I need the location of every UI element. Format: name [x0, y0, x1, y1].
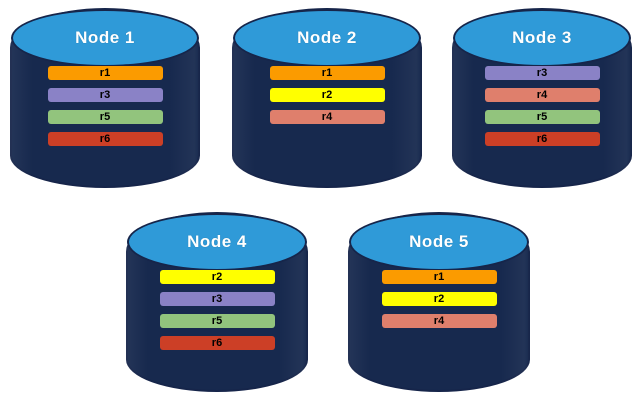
cylinder-top-ellipse-icon: Node 1: [11, 9, 199, 67]
database-node-3[interactable]: Node 3 r3 r4 r5 r6: [452, 8, 632, 188]
database-node-2[interactable]: Node 2 r1 r2 r4: [232, 8, 422, 188]
shard-bar-r3[interactable]: r3: [47, 88, 163, 102]
shard-bar-r4[interactable]: r4: [269, 110, 385, 124]
cylinder-top-ellipse-icon: Node 4: [127, 213, 307, 271]
shard-list: r1 r3 r5 r6: [10, 66, 200, 146]
node-label: Node 2: [297, 28, 357, 47]
node-label: Node 3: [512, 28, 572, 47]
database-node-4[interactable]: Node 4 r2 r3 r5 r6: [126, 212, 308, 392]
shard-bar-r3[interactable]: r3: [484, 66, 600, 80]
shard-list: r3 r4 r5 r6: [452, 66, 632, 146]
node-label: Node 1: [75, 28, 135, 47]
cylinder-top-ellipse-icon: Node 2: [233, 9, 421, 67]
shard-bar-r6[interactable]: r6: [484, 132, 600, 146]
shard-bar-r4[interactable]: r4: [484, 88, 600, 102]
shard-bar-r6[interactable]: r6: [159, 336, 275, 350]
shard-bar-r5[interactable]: r5: [159, 314, 275, 328]
shard-list: r1 r2 r4: [348, 270, 530, 328]
shard-list: r2 r3 r5 r6: [126, 270, 308, 350]
shard-bar-r1[interactable]: r1: [381, 270, 497, 284]
cylinder-top-ellipse-icon: Node 5: [349, 213, 529, 271]
shard-bar-r1[interactable]: r1: [269, 66, 385, 80]
shard-bar-r2[interactable]: r2: [159, 270, 275, 284]
shard-bar-r2[interactable]: r2: [269, 88, 385, 102]
shard-bar-r4[interactable]: r4: [381, 314, 497, 328]
shard-bar-r5[interactable]: r5: [47, 110, 163, 124]
database-node-1[interactable]: Node 1 r1 r3 r5 r6: [10, 8, 200, 188]
shard-bar-r3[interactable]: r3: [159, 292, 275, 306]
cylinder-top-ellipse-icon: Node 3: [453, 9, 631, 67]
node-label: Node 5: [409, 232, 469, 251]
shard-bar-r5[interactable]: r5: [484, 110, 600, 124]
node-label: Node 4: [187, 232, 247, 251]
database-node-5[interactable]: Node 5 r1 r2 r4: [348, 212, 530, 392]
shard-bar-r6[interactable]: r6: [47, 132, 163, 146]
shard-bar-r2[interactable]: r2: [381, 292, 497, 306]
shard-list: r1 r2 r4: [232, 66, 422, 124]
shard-bar-r1[interactable]: r1: [47, 66, 163, 80]
